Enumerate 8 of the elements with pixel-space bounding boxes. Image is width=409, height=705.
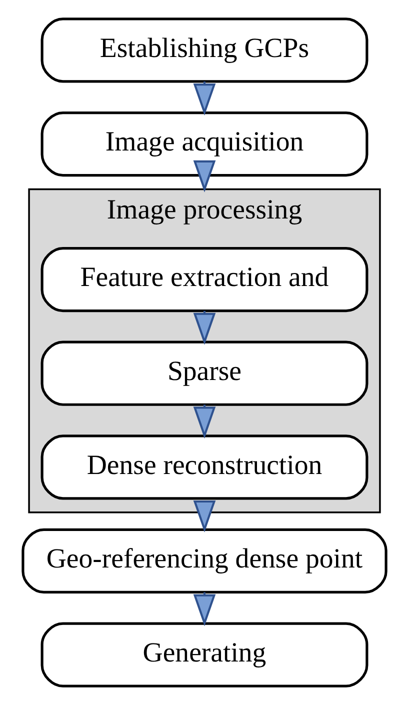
node-box: Feature extraction and — [40, 246, 368, 312]
node-box: Generating — [40, 622, 368, 688]
node-box: Dense reconstruction — [40, 434, 368, 500]
node-box: Establishing GCPs — [40, 18, 368, 83]
arrow — [193, 500, 216, 532]
arrow — [193, 160, 216, 192]
node-box: Geo-referencing dense point — [22, 528, 388, 594]
node-box: Sparse — [40, 340, 368, 406]
